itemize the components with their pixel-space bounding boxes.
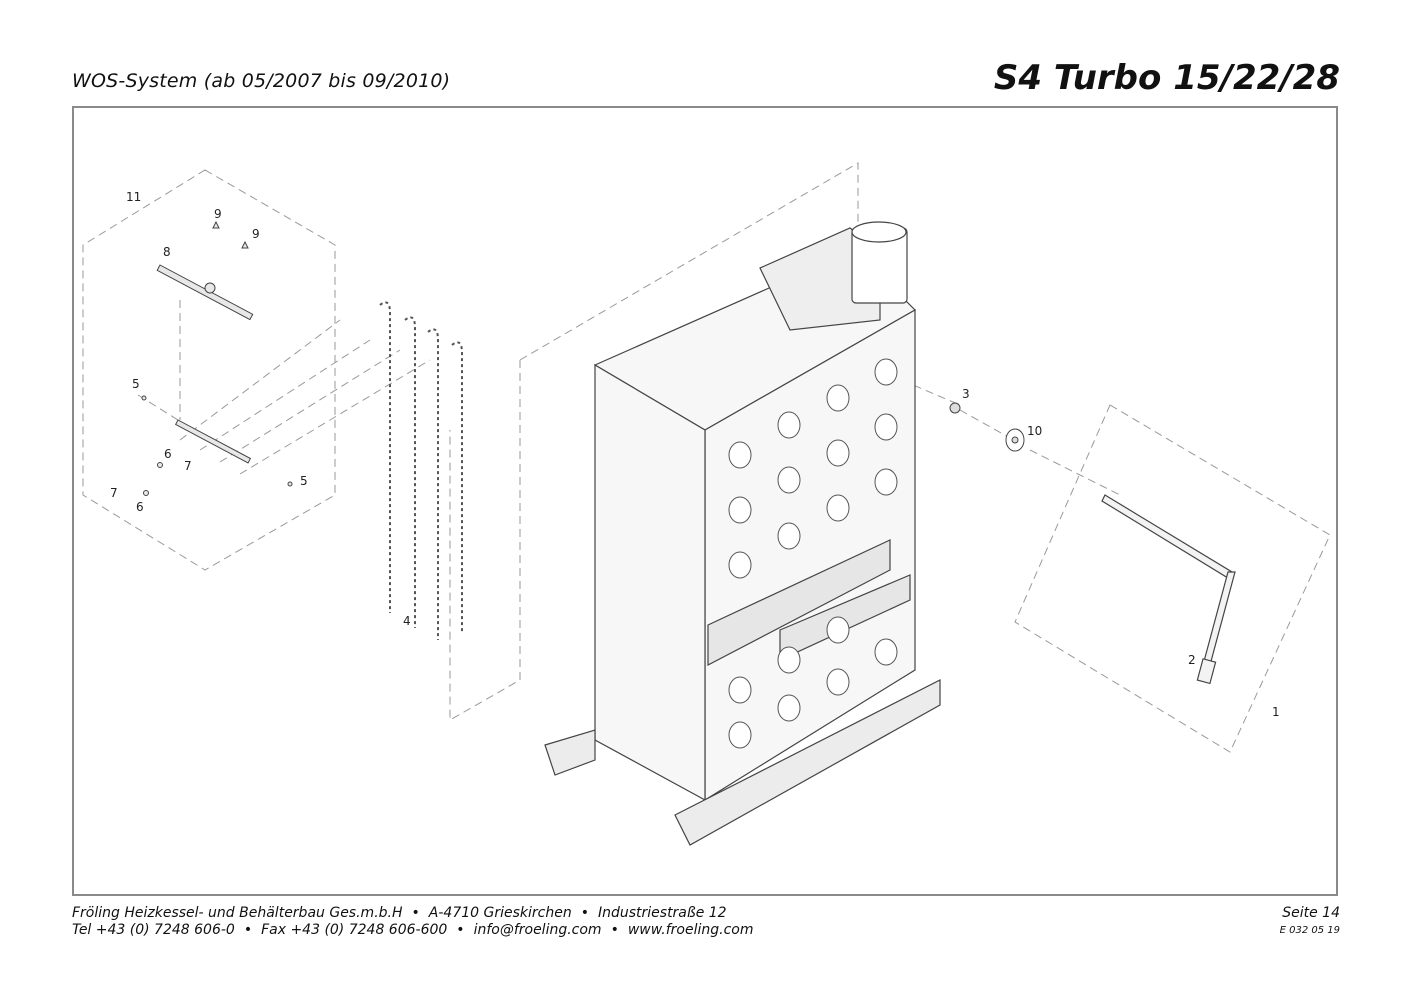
bullet-separator: •: [580, 905, 589, 921]
address-street: Industriestraße 12: [597, 905, 727, 921]
footer-line-contact: Tel +43 (0) 7248 606-0 • Fax +43 (0) 7248 …: [72, 922, 754, 939]
document-title: S4 Turbo 15/22/28: [993, 58, 1340, 98]
part-label-8: 8: [163, 245, 171, 259]
website-link[interactable]: www.froeling.com: [627, 922, 754, 938]
drawing-frame: [72, 106, 1338, 896]
bullet-separator: •: [411, 905, 420, 921]
part-label-10: 10: [1027, 424, 1042, 438]
document-number: E 032 05 19: [1279, 925, 1340, 936]
footer-contact: Fröling Heizkessel- und Behälterbau Ges.…: [72, 905, 754, 939]
page-number: Seite 14: [1282, 905, 1340, 921]
part-label-9b: 9: [252, 227, 260, 241]
document-subtitle: WOS-System (ab 05/2007 bis 09/2010): [72, 70, 451, 92]
part-label-11: 11: [126, 190, 141, 204]
part-label-7a: 7: [184, 459, 192, 473]
part-label-4: 4: [403, 614, 411, 628]
fax-number: Fax +43 (0) 7248 606-600: [261, 922, 448, 938]
bullet-separator: •: [610, 922, 619, 938]
company-name: Fröling Heizkessel- und Behälterbau Ges.…: [72, 905, 403, 921]
bullet-separator: •: [456, 922, 465, 938]
part-label-2: 2: [1188, 653, 1196, 667]
part-label-5b: 5: [300, 474, 308, 488]
part-label-6b: 6: [136, 500, 144, 514]
footer-page-info: Seite 14 E 032 05 19: [1280, 905, 1340, 940]
email-link[interactable]: info@froeling.com: [473, 922, 602, 938]
part-label-6a: 6: [164, 447, 172, 461]
part-group-1-outline: [1014, 404, 1331, 753]
address-city: A-4710 Grieskirchen: [428, 905, 572, 921]
part-label-3: 3: [962, 387, 970, 401]
part-group-11-outline: [82, 169, 336, 571]
boiler-body: [544, 221, 941, 846]
part-label-9a: 9: [214, 207, 222, 221]
part-label-5a: 5: [132, 377, 140, 391]
phone-number: Tel +43 (0) 7248 606-0: [72, 922, 235, 938]
footer-line-address: Fröling Heizkessel- und Behälterbau Ges.…: [72, 905, 754, 922]
part-label-7b: 7: [110, 486, 118, 500]
part-label-1: 1: [1272, 705, 1280, 719]
bullet-separator: •: [243, 922, 253, 938]
